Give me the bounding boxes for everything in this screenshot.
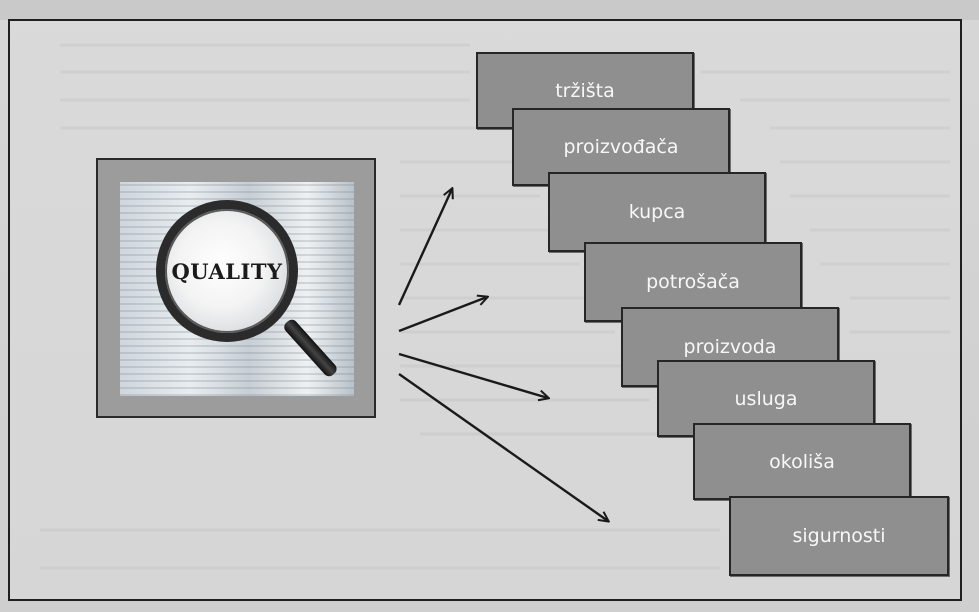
lens-text: QUALITY [171,259,283,284]
quality-image-panel: QUALITY [96,158,376,418]
arrow-1 [397,189,452,306]
arrow-3 [398,352,548,398]
category-box-kupca: kupca [548,172,766,252]
magnifying-glass-icon: QUALITY [156,200,298,342]
category-box-sigurnosti: sigurnosti [729,496,949,576]
quality-image: QUALITY [120,182,354,396]
category-box-okolisa: okoliša [693,423,911,500]
arrow-4 [398,373,608,521]
paper-top-edge [0,0,979,20]
arrow-2 [398,297,487,333]
